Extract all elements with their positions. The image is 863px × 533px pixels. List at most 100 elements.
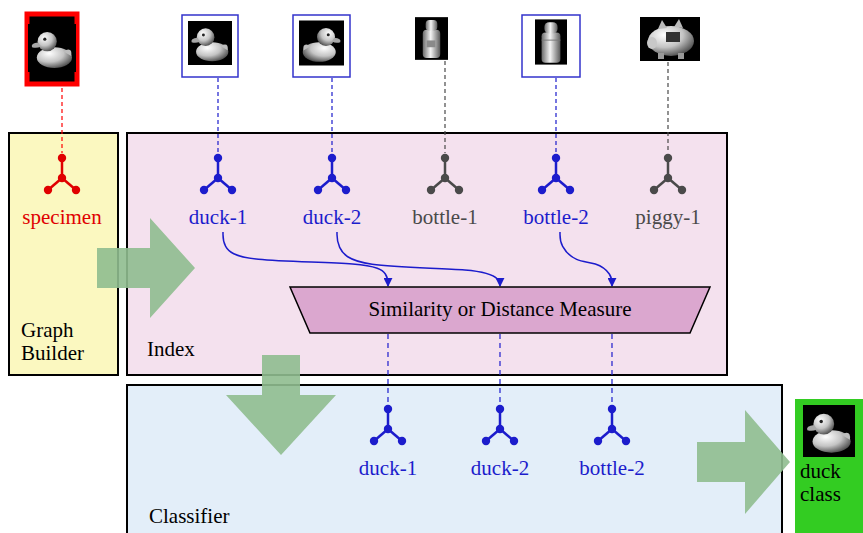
bottle-photo [415, 17, 448, 60]
graph-node: bottle-2 [523, 152, 588, 229]
graph-vertex [384, 405, 392, 413]
leader-line [667, 62, 668, 153]
graph-vertex [496, 405, 504, 413]
graph-vertex [650, 186, 658, 194]
graph-icon [480, 403, 520, 449]
result-box: duck class [795, 399, 863, 533]
duck-photo [299, 21, 344, 66]
graph-icon [425, 152, 465, 198]
graph-vertex [510, 437, 518, 445]
specimen-photo [27, 14, 77, 84]
graph-vertex [678, 186, 686, 194]
graph-icon [536, 152, 576, 198]
graph-vertex [441, 154, 449, 162]
graph-vertex [58, 174, 66, 182]
measure-label: Similarity or Distance Measure [368, 298, 631, 321]
graph-vertex [441, 174, 449, 182]
graph-vertex [398, 437, 406, 445]
graph-node: duck-2 [303, 152, 361, 229]
graph-vertex [328, 174, 336, 182]
panel-title: Index [147, 338, 195, 361]
graph-label: duck-1 [189, 206, 247, 229]
dashed-link [387, 334, 388, 405]
graph-vertex [214, 174, 222, 182]
graph-node: bottle-1 [412, 152, 477, 229]
match-arrow [223, 232, 388, 286]
graph-vertex [496, 425, 504, 433]
graph-vertex [622, 437, 630, 445]
graph-node: duck-1 [359, 403, 417, 480]
flow-arrow [697, 410, 790, 514]
graph-vertex [552, 154, 560, 162]
panel-title: Classifier [149, 505, 229, 528]
graph-vertex [200, 186, 208, 194]
graph-vertex [538, 186, 546, 194]
graph-vertex [608, 425, 616, 433]
graph-label: duck-1 [359, 457, 417, 480]
duck-photo [28, 24, 76, 72]
thumbnail [182, 15, 238, 77]
graph-vertex [72, 186, 80, 194]
duck-photo [188, 21, 232, 65]
graph-vertex [214, 154, 222, 162]
graph-icon [592, 403, 632, 449]
thumbnail-frame [522, 15, 580, 77]
match-arrow [337, 232, 500, 286]
leader-line [61, 88, 62, 153]
panel-background [127, 385, 782, 533]
graph-vertex [552, 174, 560, 182]
graph-label: bottle-2 [523, 206, 588, 229]
leader-line [555, 78, 556, 153]
graph-node: specimen [22, 152, 101, 229]
leader-line [444, 61, 445, 153]
graph-icon [198, 152, 238, 198]
graph-icon [42, 152, 82, 198]
trapezoid-outline [290, 287, 710, 333]
graph-label: bottle-2 [579, 457, 644, 480]
graph-vertex [44, 186, 52, 194]
graph-vertex [482, 437, 490, 445]
graph-node: bottle-2 [579, 403, 644, 480]
thumbnail [293, 15, 350, 77]
result-label: duck class [800, 460, 860, 506]
graph-vertex [566, 186, 574, 194]
graph-icon [312, 152, 352, 198]
graph-vertex [455, 186, 463, 194]
graph-icon [368, 403, 408, 449]
measure-trapezoid: Similarity or Distance Measure [290, 287, 710, 333]
leader-line [217, 78, 218, 153]
graph-vertex [228, 186, 236, 194]
graph-vertex [314, 186, 322, 194]
graph-vertex [58, 154, 66, 162]
graph-vertex [427, 186, 435, 194]
graph-vertex [342, 186, 350, 194]
graph-vertex [328, 154, 336, 162]
leader-lines [62, 61, 668, 153]
graph-label: bottle-1 [412, 206, 477, 229]
graph-icon [648, 152, 688, 198]
graph-label: duck-2 [471, 457, 529, 480]
flow-arrow [226, 355, 336, 455]
panel-background [127, 133, 727, 375]
graph-vertex [664, 174, 672, 182]
graph-vertex [594, 437, 602, 445]
graph-vertex [384, 425, 392, 433]
graph-vertex [370, 437, 378, 445]
bottle-photo [535, 19, 567, 64]
graph-label: duck-2 [303, 206, 361, 229]
graph-node: duck-1 [189, 152, 247, 229]
panel-title: Graph Builder [21, 319, 113, 365]
match-arrow [560, 232, 612, 286]
duck-photo [800, 405, 858, 457]
duck-image [803, 405, 855, 457]
dashed-link [611, 334, 612, 405]
piggy-photo [640, 17, 700, 61]
thumbnail-frame [182, 15, 238, 77]
dashed-link [499, 334, 500, 405]
graph-vertex [664, 154, 672, 162]
leader-line [331, 78, 332, 153]
graph-node: piggy-1 [635, 152, 700, 229]
thumbnail [522, 15, 580, 77]
graph-label: piggy-1 [635, 206, 700, 229]
